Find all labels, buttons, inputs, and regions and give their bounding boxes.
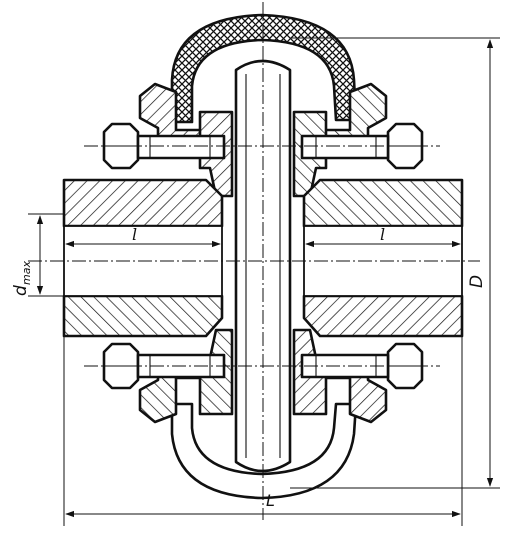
hub-right-bottom	[302, 294, 464, 338]
hub-left-bottom	[62, 294, 224, 338]
label-l-left: l	[132, 225, 137, 244]
hub-left-top	[62, 178, 224, 228]
svg-text:max: max	[20, 261, 33, 285]
bolt-bottom-left	[102, 342, 226, 390]
svg-text:d: d	[11, 285, 31, 296]
hub-right-top	[302, 178, 464, 228]
bolt-top-left	[102, 122, 226, 170]
label-L: L	[266, 491, 275, 510]
label-D: D	[467, 275, 487, 288]
label-l-right: l	[380, 225, 385, 244]
label-dmax: d max	[11, 261, 33, 296]
